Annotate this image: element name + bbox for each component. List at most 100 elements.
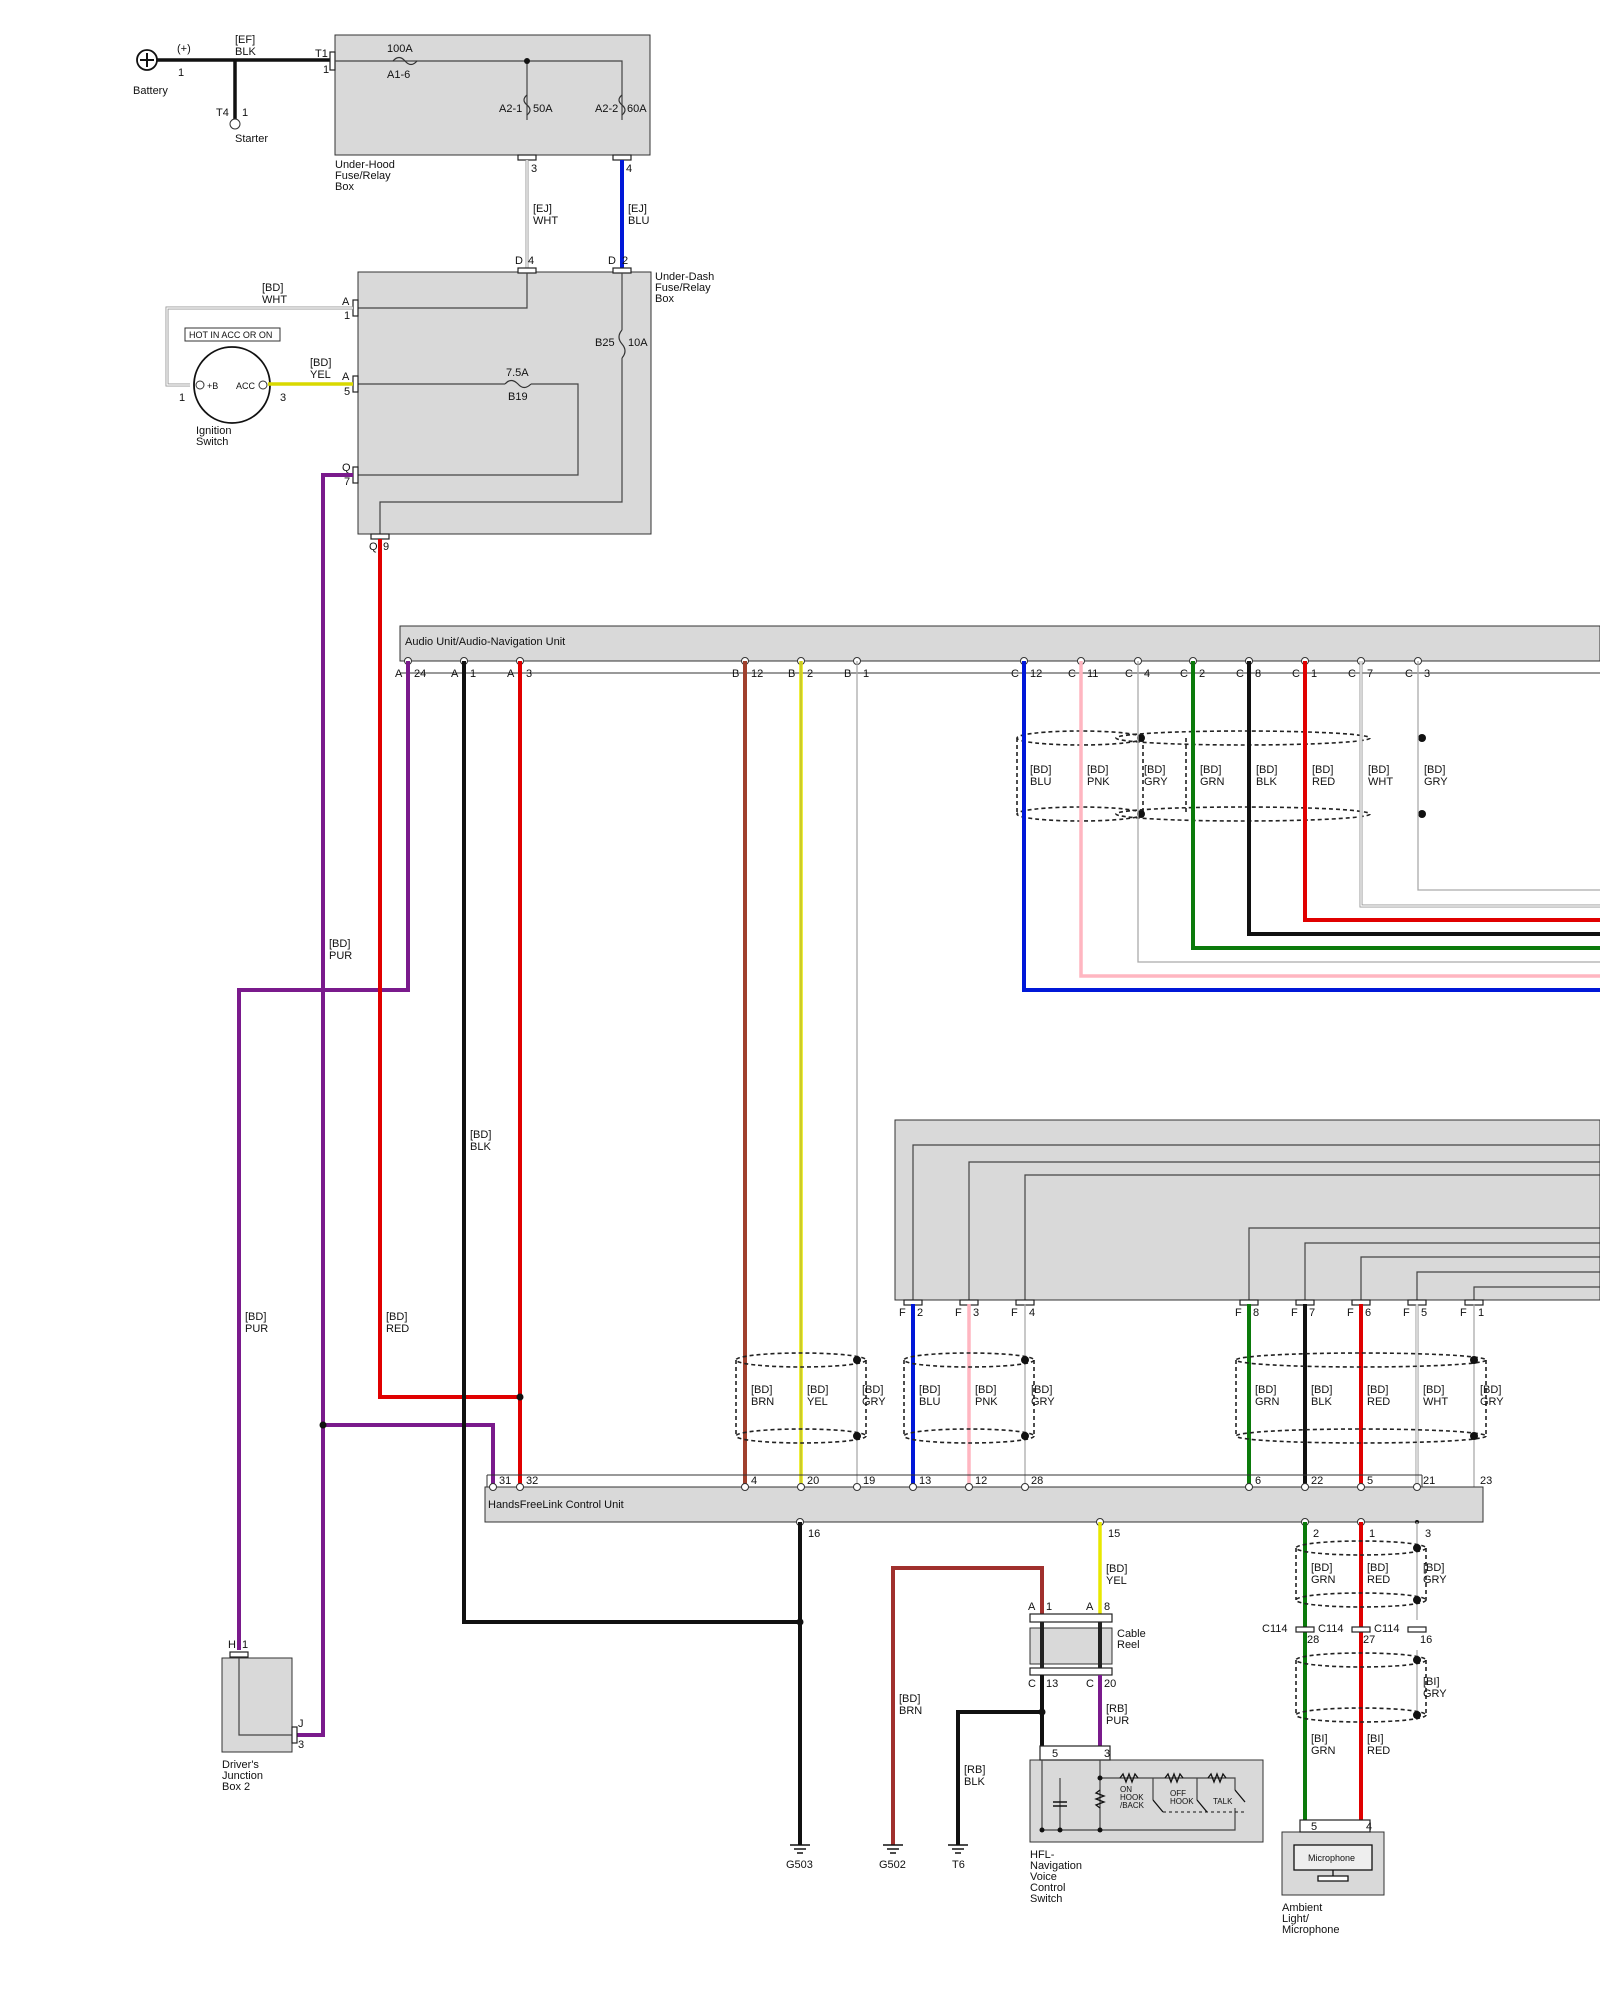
uh-title-2: Fuse/Relay: [335, 170, 391, 182]
label-blu: BLU: [1030, 776, 1051, 788]
cable-reel-connector-c: [1029, 1667, 1113, 1676]
under-hood-t1pin: 1: [323, 64, 329, 76]
pur2-color: PUR: [245, 1323, 268, 1335]
f-pin-letter: F: [1291, 1307, 1298, 1319]
hfl-top-pin-number: 28: [1031, 1475, 1043, 1487]
ground-symbol-g503: [790, 1844, 810, 1854]
wire-audio-c1-red: [1303, 661, 1600, 922]
label-gry: GRY: [862, 1396, 886, 1408]
fuse-b19-id: B19: [508, 391, 528, 403]
label-gry: GRY: [1423, 1574, 1447, 1586]
hfl-switch-resistor-h3: [1207, 1772, 1227, 1784]
shield-drain-dot: [1418, 734, 1426, 742]
label-red: RED: [1367, 1396, 1390, 1408]
label-bd: [BD]: [1255, 1384, 1276, 1396]
hfl-bottom-pin-number: 16: [808, 1528, 820, 1540]
audio-pin-connector: C: [1180, 668, 1188, 680]
sw-label-1: HFL-: [1030, 1849, 1055, 1861]
wire-audio-c12-blu: [1022, 661, 1600, 992]
fuse-b25-id: B25: [595, 337, 615, 349]
label-red: RED: [1367, 1745, 1390, 1757]
cr-pur-code: [RB]: [1106, 1703, 1127, 1715]
fuse-a22-rating: 60A: [627, 103, 647, 115]
label-gry: GRY: [1423, 1688, 1447, 1700]
mic-connector: [1299, 1819, 1371, 1833]
mic-shield-upper: [1295, 1540, 1427, 1608]
f-pin-letter: F: [955, 1307, 962, 1319]
connector-djb-j3: [291, 1726, 298, 1744]
f-pin-letter: F: [1460, 1307, 1467, 1319]
f-pin-letter: F: [1235, 1307, 1242, 1319]
ign-pin3: 3: [280, 392, 286, 404]
label-bd: [BD]: [919, 1384, 940, 1396]
wire-audio-c4-gry: [1137, 661, 1600, 963]
audio-pin-number: 2: [807, 668, 813, 680]
fuse-a22-symbol: [618, 94, 626, 116]
cr-blk-color: BLK: [964, 1776, 985, 1788]
ud-internal-a1: [358, 273, 528, 309]
audio-pin-connector: A: [507, 668, 515, 680]
wire-ign-wht-core: [166, 307, 353, 386]
hfl-top-pin-terminal: [853, 1483, 861, 1491]
uh-pin3: 3: [531, 163, 537, 175]
ud-title-2: Fuse/Relay: [655, 282, 711, 294]
ign-label-1: Ignition: [196, 425, 231, 437]
cr-a1p: 1: [1046, 1601, 1052, 1613]
ign-b: +B: [207, 381, 218, 391]
label-brn: BRN: [751, 1396, 774, 1408]
hfl-switch-connector: [1039, 1745, 1111, 1761]
blk-color: BLK: [470, 1141, 491, 1153]
hfl-top-pin-terminal: [1357, 1483, 1365, 1491]
connector-ud-q7: [352, 466, 359, 484]
ud-a5: A: [342, 371, 350, 383]
ud-d4: D: [515, 255, 523, 267]
audio-pin-connector: C: [1348, 668, 1356, 680]
label-blu: BLU: [919, 1396, 940, 1408]
audio-pin-number: 1: [1311, 668, 1317, 680]
hfl-top-pin-terminal: [1413, 1483, 1421, 1491]
mic-shield-labels: [BD] GRN [BD] RED [BD] GRY [BI] GRY [BI]…: [1311, 1562, 1447, 1757]
ud-d4pin: 4: [528, 255, 534, 267]
cr-a8p: 8: [1104, 1601, 1110, 1613]
djb-label-3: Box 2: [222, 1781, 250, 1793]
label-bd: [BD]: [862, 1384, 883, 1396]
c114-connectors: [1295, 1626, 1427, 1633]
label-grn: GRN: [1255, 1396, 1280, 1408]
uh-title-1: Under-Hood: [335, 159, 395, 171]
djb-h: H: [228, 1639, 236, 1651]
label-bd: [BD]: [1480, 1384, 1501, 1396]
fuse-a21-rating: 50A: [533, 103, 553, 115]
label-gry: GRY: [1424, 776, 1448, 788]
label-bd: [BD]: [1144, 764, 1165, 776]
junction-dot: [1057, 1827, 1063, 1833]
audio-pin-connector: B: [844, 668, 851, 680]
ud-a1: A: [342, 296, 350, 308]
hfl-switch-resistor-v: [1094, 1789, 1106, 1809]
pur2-code: [BD]: [245, 1311, 266, 1323]
connector-d4: [517, 267, 537, 274]
hfl-control-unit-box: [484, 1486, 1484, 1523]
ign-wht-color: WHT: [262, 294, 287, 306]
fuse-100a-id: A1-6: [387, 69, 410, 81]
connector-d2: [612, 267, 632, 274]
junction-dot: [796, 1618, 804, 1626]
uh-pin4: 4: [626, 163, 632, 175]
audio-shield2-bottom: [1115, 806, 1371, 822]
connector-ud-a5: [352, 375, 359, 393]
audio-pin-number: 1: [470, 668, 476, 680]
wire-audio-c3-gry: [1417, 661, 1600, 891]
f-pin-number: 5: [1421, 1307, 1427, 1319]
label-bd: [BD]: [1311, 1562, 1332, 1574]
c114-27-pin: 27: [1363, 1634, 1375, 1646]
f-pin-letter: F: [1403, 1307, 1410, 1319]
fuse-b19-rating: 7.5A: [506, 367, 529, 379]
fuse-b25-rating: 10A: [628, 337, 648, 349]
battery-plus: (+): [177, 43, 191, 55]
audio-pin-number: 24: [414, 668, 426, 680]
blk-code: [BD]: [470, 1129, 491, 1141]
ign-wht-code: [BD]: [262, 282, 283, 294]
label-blk: BLK: [1256, 776, 1277, 788]
sw-pin5: 5: [1052, 1748, 1058, 1760]
